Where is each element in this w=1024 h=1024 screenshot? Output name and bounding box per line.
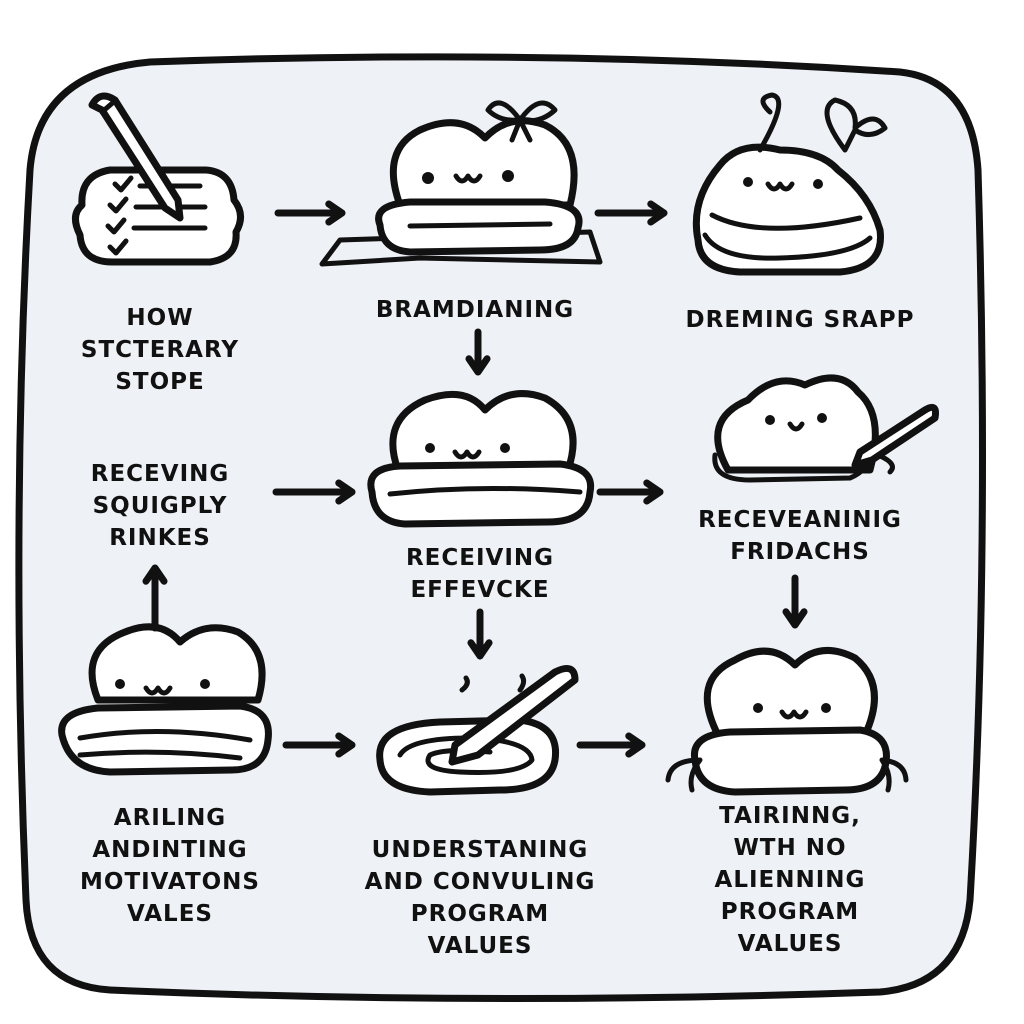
arrow-n7-to-n4 [142,564,168,632]
label-line: MOTIVATONS [80,869,260,895]
node-label-understaning-program-values: UNDERSTANING AND CONVULING PROGRAM VALUE… [330,834,630,962]
label-line: ARILING [113,805,227,831]
label-line: HOW [126,305,194,331]
node-label-dreming-srapp: DREMING SRAPP [640,304,960,336]
node-label-receving-squigply-rinkes: RECEVING SQUIGPLY RINKES [50,458,270,554]
label-line: STCTERARY [80,337,240,363]
arrow-n2-to-n5 [465,328,491,376]
arrow-n5-to-n8 [467,608,493,660]
blob-with-pen-icon [712,374,939,483]
label-line: ALIENNING [714,867,866,893]
label-line: DREMING SRAPP [685,307,915,333]
node-label-receveaninig-fridachs: RECEVEANINIG FRIDACHS [660,504,940,568]
node-label-bramdianing: BRAMDIANING [340,294,610,326]
coiled-blob-icon [58,623,272,776]
coiled-blob-icon [367,390,595,528]
label-line: WTH NO [733,835,847,861]
arrow-n5-to-n6 [596,479,664,505]
label-line: FRIDACHS [730,539,870,565]
label-line: PROGRAM [720,899,860,925]
label-line: UNDERSTANING [371,837,589,863]
label-line: VALUES [427,933,533,959]
label-line: BRAMDIANING [375,297,575,323]
label-line: VALES [127,901,213,927]
blob-with-bow-icon [319,100,603,267]
arrow-n7-to-n8 [282,732,356,758]
label-line: RECEVEANINIG [698,507,902,533]
node-label-ariling-andinting-motivatons-vales: ARILING ANDINTING MOTIVATONS VALES [40,802,300,930]
label-line: ANDINTING [92,837,248,863]
checklist-pencil-icon [72,92,244,266]
node-label-tairinng-program-values: TAIRINNG, WTH NO ALIENNING PROGRAM VALUE… [670,800,910,960]
label-line: PROGRAM [410,901,550,927]
arrow-n6-to-n9 [782,574,808,629]
label-line: AND CONVULING [364,869,596,895]
swirl-blob-with-bow-icon [692,92,888,276]
arrow-n8-to-n9 [576,732,646,758]
arrow-n1-to-n2 [274,200,346,226]
label-line: RINKES [109,525,211,551]
node-label-how-stcterary-stope: HOW STCTERARY STOPE [40,302,280,398]
label-line: TAIRINNG, [719,803,861,829]
label-line: RECEVING [90,461,230,487]
arrow-n2-to-n3 [594,200,668,226]
arrow-n4-to-n5 [272,479,356,505]
spiral-pen-icon [376,664,579,796]
label-line: RECEIVING [405,545,555,571]
label-line: SQUIGPLY [92,493,228,519]
blob-with-arms-icon [665,646,909,796]
node-label-receiving-effevcke: RECEIVING EFFEVCKE [360,542,600,606]
label-line: VALUES [737,931,843,957]
label-line: STOPE [115,369,205,395]
arrows-layer [142,200,808,758]
label-line: EFFEVCKE [410,577,550,603]
